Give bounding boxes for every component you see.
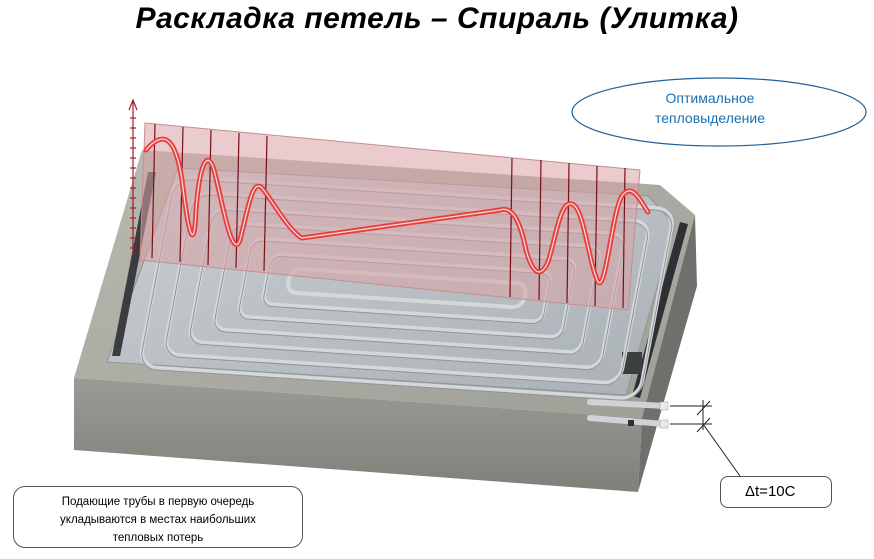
temperature-scale-axis [128,98,138,255]
collector-block [622,352,642,374]
optimal-heat-callout-ellipse [571,77,867,147]
heat-output-curve-highlight [145,138,649,284]
supply-pipes-note: Подающие трубы в первую очередь укладыва… [13,486,303,548]
optimal-heat-callout: Оптимальное тепловыделение [590,88,830,128]
supply-return-pipes [587,399,669,429]
supply-note-line3: тепловых потерь [112,532,204,544]
heat-distribution-panel [139,122,641,311]
optimal-heat-line1: Оптимальное [665,90,755,106]
supply-note-line1: Подающие трубы в первую очередь [61,496,255,508]
delta-t-label: Δt=10С [720,476,832,508]
optimal-heat-line2: тепловыделение [654,110,766,126]
supply-note-line2: укладываются в местах наибольших [60,514,256,526]
heat-panel-grid-lines [151,123,626,309]
slab-front-face [74,378,642,492]
page-title: Раскладка петель – Спираль (Улитка) [135,2,739,35]
delta-t-dimension [670,400,741,477]
